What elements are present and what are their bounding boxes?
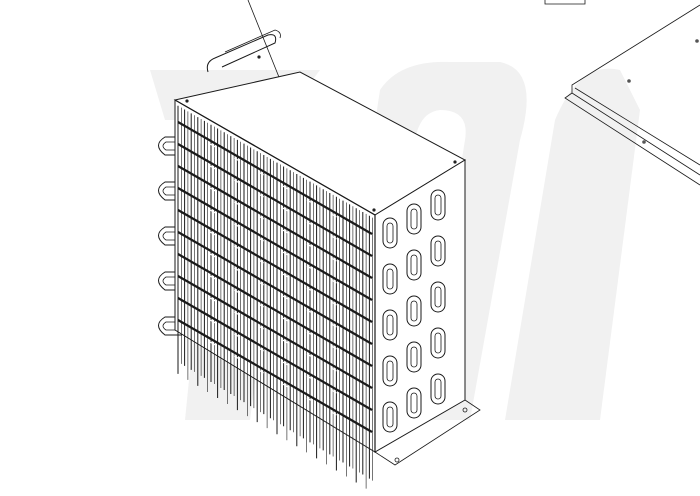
- tube-band: [177, 253, 373, 367]
- side-tube-loop: [430, 281, 446, 313]
- side-tube-loop-inner: [386, 222, 394, 244]
- side-tube-loop-inner: [410, 346, 418, 368]
- side-tube-loop: [406, 387, 422, 419]
- side-tube-loop: [430, 327, 446, 359]
- tube-band: [177, 297, 373, 411]
- side-tube-loop: [382, 217, 398, 249]
- side-tube-loop-inner: [434, 332, 442, 354]
- side-tube-loop: [406, 249, 422, 281]
- tube-band: [177, 187, 373, 301]
- top-tube: [224, 29, 281, 53]
- side-tube-loop-inner: [434, 240, 442, 262]
- side-tube-loop-inner: [434, 286, 442, 308]
- left-u-bend-inner: [162, 186, 182, 196]
- left-u-bend-inner: [162, 231, 182, 241]
- panel-part: [564, 4, 700, 186]
- panel-hole: [642, 140, 646, 144]
- screw-hole: [453, 160, 457, 164]
- screw-hole: [257, 55, 261, 59]
- tube-band: [177, 231, 373, 345]
- side-tube-loop-inner: [410, 392, 418, 414]
- side-tube-loop: [406, 203, 422, 235]
- top-tube: [206, 34, 277, 73]
- side-tube-loop-inner: [410, 254, 418, 276]
- tube-band: [177, 165, 373, 279]
- side-tube-loop-inner: [410, 208, 418, 230]
- tube-band: [177, 275, 373, 389]
- condenser-coil: [158, 29, 481, 489]
- side-tube-loop: [430, 373, 446, 405]
- tube-band: [177, 319, 373, 433]
- front-edge: [174, 99, 376, 452]
- mount-hole: [394, 457, 400, 463]
- base-flange: [374, 399, 481, 466]
- watermark-stroke: [505, 68, 640, 421]
- panel-hole: [695, 39, 699, 43]
- side-tube-loop-inner: [386, 406, 394, 428]
- side-tube-loop-inner: [410, 300, 418, 322]
- tube-band: [177, 143, 373, 257]
- panel-flange: [564, 92, 700, 186]
- tube-band: [177, 121, 373, 235]
- screw-hole: [185, 99, 189, 103]
- left-u-bend-inner: [162, 141, 182, 151]
- side-tube-loop-inner: [434, 378, 442, 400]
- screw-hole: [372, 208, 376, 212]
- side-tube-loop-inner: [386, 360, 394, 382]
- side-tube-loop: [406, 295, 422, 327]
- side-tube-loop: [406, 341, 422, 373]
- side-tube-loop-inner: [386, 268, 394, 290]
- side-tube-loop: [382, 355, 398, 387]
- side-tube-loop-inner: [434, 194, 442, 216]
- label-box: [544, 0, 586, 5]
- mount-hole: [462, 407, 468, 413]
- side-tube-loop-inner: [386, 314, 394, 336]
- tube-band: [177, 209, 373, 323]
- side-tube-loop: [430, 189, 446, 221]
- side-tube-loop: [382, 263, 398, 295]
- left-u-bend-inner: [162, 321, 182, 331]
- panel-hole: [627, 79, 631, 83]
- panel-edge: [571, 4, 700, 176]
- side-tube-loop: [382, 401, 398, 433]
- side-tube-loop: [382, 309, 398, 341]
- side-tube-loop: [430, 235, 446, 267]
- left-u-bend-inner: [162, 276, 182, 286]
- panel-edge: [574, 87, 700, 166]
